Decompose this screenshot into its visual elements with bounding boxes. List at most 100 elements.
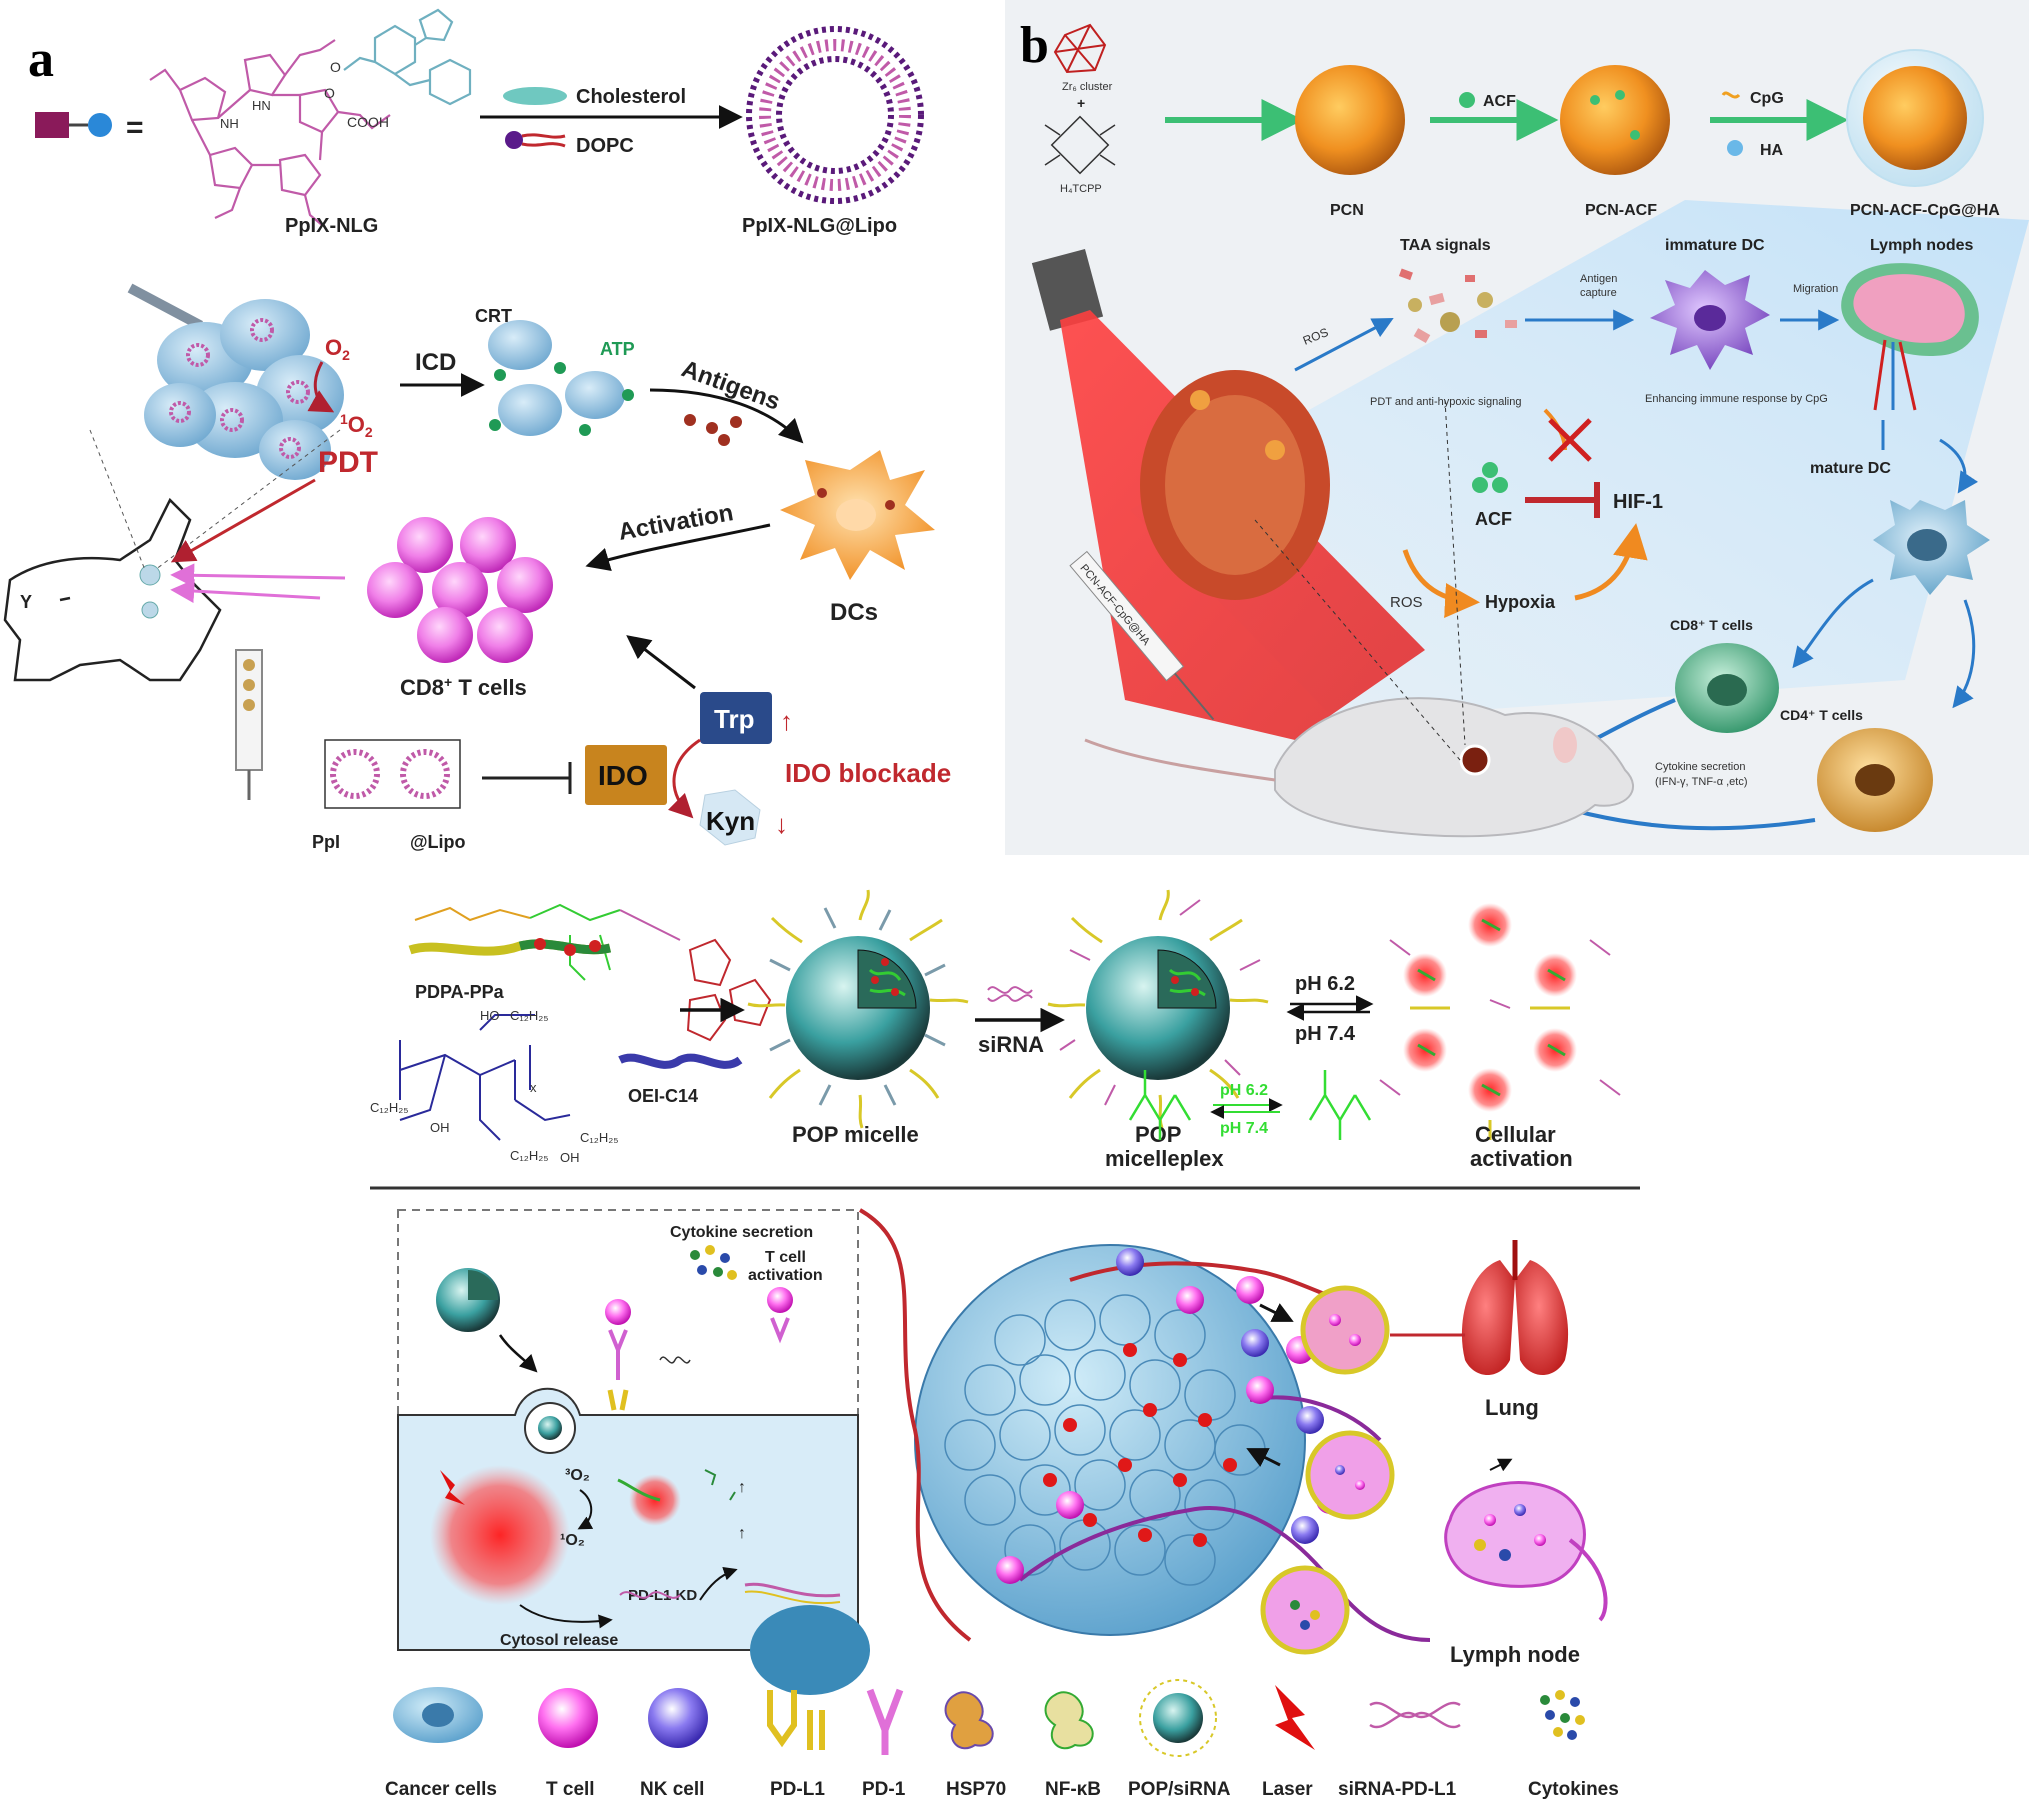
tumor-site-icon — [1459, 744, 1491, 776]
immature-dc-label: immature DC — [1665, 237, 1765, 254]
cd8-t-cells-label: CD8+ T cells — [400, 674, 527, 700]
trp-up-arrow: ↑ — [780, 706, 793, 736]
pcn-acf-cpg-ha-label: PCN-ACF-CpG@HA — [1850, 202, 2000, 219]
legend-label-pdl1: PD-L1 — [770, 1779, 825, 1800]
panel-a-figure: a = O O COOH HN NH PpIX-NLG Cholesterol … — [3, 8, 951, 852]
t-cell-icon-2 — [1236, 1276, 1264, 1304]
cd8-label: CD8⁺ T cells — [1670, 617, 1753, 633]
plus-sign: + — [1077, 95, 1085, 111]
ha-label: HA — [1760, 142, 1784, 159]
acf-label: ACF — [1475, 509, 1512, 529]
protonation-structure — [1128, 1070, 1372, 1140]
cytokine-secretion-label: Cytokine secretion — [670, 1224, 813, 1241]
up-arrow-1: ↑ — [738, 1479, 746, 1496]
pop-micelleplex-icon — [1047, 889, 1269, 1129]
h4tcpp-label: H₄TCPP — [1060, 183, 1102, 195]
ester-o: O — [330, 59, 341, 75]
pop-micelleplex-label-1: POP — [1135, 1122, 1181, 1147]
pdpa-ppa-label: PDPA-PPa — [415, 982, 505, 1002]
t-cell-activation-label-2: activation — [748, 1267, 823, 1284]
oei-c14-label: OEI-C14 — [628, 1086, 698, 1106]
nucleus-icon — [750, 1605, 870, 1695]
ester-o2: O — [324, 85, 335, 101]
oei-c14-chain-icon — [618, 1053, 743, 1069]
panel-c-figure: c PDPA-PPa HO C₁₂H₂₅ C₁₂H₂₅ OH x C₁₂H₂₅ … — [370, 889, 1640, 1800]
lung-label: Lung — [1485, 1395, 1539, 1420]
mouse-eye: Y — [20, 592, 32, 612]
ha-dot-icon — [1727, 140, 1743, 156]
nh-top-label: HN — [252, 98, 271, 113]
panel-b-letter: b — [1020, 17, 1049, 74]
liposome-icon — [746, 26, 924, 204]
trp-box — [700, 692, 772, 744]
lung-icon — [1461, 1240, 1569, 1375]
cd4-label: CD4⁺ T cells — [1780, 707, 1863, 723]
icd-label: ICD — [415, 349, 456, 376]
legend-cytokines-icon — [1540, 1690, 1585, 1740]
panel-b: b Zr₆ cluster + H₄TCPP PCN ACF PCN-ACF C… — [1005, 0, 2029, 855]
legend-label-sirna-pdl1: siRNA-PD-L1 — [1338, 1779, 1457, 1800]
legend-label-cytokines: Cytokines — [1528, 1779, 1619, 1800]
cytosol-release-label: Cytosol release — [500, 1632, 618, 1649]
equals-sign: = — [126, 111, 144, 144]
c12-label-1: C₁₂H₂₅ — [510, 1008, 549, 1023]
pdt-label: PDT — [318, 446, 378, 479]
x-sub-label: x — [530, 1080, 537, 1095]
legend-pdl1-icon — [767, 1690, 825, 1750]
ph-acid-small-label: pH 6.2 — [1220, 1082, 1268, 1099]
pplx-nlg-label: PpIX-NLG — [285, 215, 378, 237]
ido-box — [585, 745, 667, 805]
trp-label: Trp — [714, 704, 754, 734]
tumor-cell-cluster — [144, 299, 344, 480]
acf-step-label: ACF — [1483, 93, 1516, 110]
nlg-circle-icon — [88, 113, 112, 137]
legend-label-pd1: PD-1 — [862, 1779, 906, 1800]
laser-device-icon — [127, 283, 203, 330]
legend-pd1-icon — [866, 1688, 904, 1755]
up-arrow-2: ↑ — [738, 1525, 746, 1542]
nh-left-label: NH — [220, 116, 239, 131]
cellular-label-1: Cellular — [1475, 1122, 1556, 1147]
sirna-helix-icon — [987, 986, 1033, 994]
blood-vessel — [859, 1208, 972, 1642]
ido-label: IDO — [598, 760, 648, 791]
kyn-hexagon — [699, 789, 761, 846]
zoom-circle-lymph-vessel — [1305, 1430, 1395, 1520]
dopc-label: DOPC — [576, 135, 634, 157]
legend-label-t-cell: T cell — [546, 1779, 595, 1800]
legend-nfkb-icon — [1044, 1691, 1094, 1750]
lymph-node-icon — [1444, 1481, 1608, 1622]
legend-label-nk-cell: NK cell — [640, 1779, 704, 1800]
cpg-icon — [1721, 91, 1741, 99]
cooh-label: COOH — [347, 114, 389, 130]
cpg-label: CpG — [1750, 90, 1784, 107]
mouse-icon — [1084, 697, 1635, 838]
red-x-icon — [1548, 418, 1592, 462]
panel-a: a = O O COOH HN NH PpIX-NLG Cholesterol … — [0, 0, 990, 860]
pcn-label: PCN — [1330, 202, 1364, 219]
sirna-label: siRNA — [978, 1032, 1044, 1057]
pcn-acf-label: PCN-ACF — [1585, 202, 1657, 219]
nk-cell-icon — [1116, 1248, 1144, 1276]
antigen-capture-label-1: Antigen — [1580, 273, 1617, 285]
activation-label: Activation — [616, 499, 735, 546]
zr-cluster-label: Zr₆ cluster — [1062, 81, 1113, 93]
legend-nk-cell-icon — [648, 1688, 708, 1748]
pdl1-kd-label: PD-L1 KD — [628, 1587, 697, 1604]
legend-t-cell-icon — [538, 1688, 598, 1748]
c12-label-2: C₁₂H₂₅ — [370, 1100, 409, 1115]
dying-cells — [488, 320, 634, 436]
pdt-signaling-label: PDT and anti-hypoxic signaling — [1370, 396, 1521, 408]
ho-label: HO — [480, 1008, 500, 1023]
panel-b-figure: b Zr₆ cluster + H₄TCPP PCN ACF PCN-ACF C… — [1005, 0, 2029, 855]
triplet-o2-label: ³O₂ — [565, 1467, 590, 1484]
immature-dc-icon — [1650, 270, 1770, 370]
legend-label-laser: Laser — [1262, 1779, 1313, 1800]
panel-c: c PDPA-PPa HO C₁₂H₂₅ C₁₂H₂₅ OH x C₁₂H₂₅ … — [370, 880, 1670, 1814]
cytokine-label-2: (IFN-γ, TNF-α ,etc) — [1655, 776, 1748, 788]
cellular-label-2: activation — [1470, 1146, 1573, 1171]
nlg-structure — [343, 8, 472, 106]
lymph-node-icon — [1841, 263, 1979, 411]
antigens-label: Antigens — [678, 355, 784, 415]
pop-micelleplex-label-2: micelleplex — [1105, 1146, 1224, 1171]
